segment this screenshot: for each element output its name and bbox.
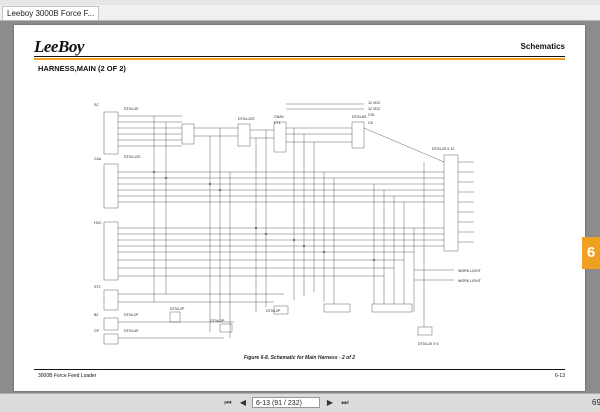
prev-page-icon[interactable]: ◀ [239,398,247,407]
connector-label-11: DT04-2P [210,319,225,323]
footer-rule [34,369,565,370]
chapter-tab: 6 [582,237,600,269]
next-page-icon[interactable]: ▶ [326,398,334,407]
header-accent-rule [34,58,565,60]
document-page: LeeBoy Schematics HARNESS,MAIN (2 OF 2) [14,25,585,391]
page-number-field[interactable]: 6-13 (91 / 232) [252,397,320,408]
zoom-level[interactable]: 69 [592,398,600,407]
label-hvc: HVC [94,221,102,225]
connector-label-1: DT04-4S [124,107,139,111]
label-ctl: CTL [274,121,281,125]
label-b2: B2 [94,313,98,317]
label-work-light-1: WORK LIGHT [458,269,482,273]
connector-label-9: DT04-2P [266,309,281,313]
last-page-icon[interactable]: ⏭ [341,398,349,407]
label-st2: ST2 [94,285,101,289]
first-page-icon[interactable]: ⏮ [224,398,232,407]
connector-label-2: DT04-12S [124,155,141,159]
connector-label-7: DT04-4S [124,329,139,333]
tab-bar: Leeboy 3000B Force F... [0,5,600,21]
label-sc: SC [94,103,99,107]
wiring-schematic: SC DT04-4S C4A DT04-12S HVC ST2 B2 DT04-… [94,101,482,346]
connector-label-3: DT04-12S [238,117,255,121]
label-c4a: C4A [94,157,102,161]
leeboy-logo: LeeBoy [34,37,84,56]
document-viewer[interactable]: LeeBoy Schematics HARNESS,MAIN (2 OF 2) [0,21,600,393]
label-work-light-2: WORK LIGHT [458,279,482,283]
section-header: Schematics [520,42,565,51]
connector-label-6: DT04-2P [170,307,185,311]
connector-label-10: DT04-25 X 5 [418,342,438,346]
label-c6: C6 [368,121,373,125]
connector-label-5: DT04-2P [124,313,139,317]
document-tab[interactable]: Leeboy 3000B Force F... [2,6,100,20]
label-cnav: CNAV [274,115,284,119]
label-csl: CSL [368,113,375,117]
schematic-title: HARNESS,MAIN (2 OF 2) [38,64,126,73]
connector-label-8: DT04-25 X 12 [432,147,454,151]
figure-caption: Figure 6-8. Schematic for Main Harness -… [243,355,356,361]
label-12vdc-2: 12 VDC [368,107,381,111]
footer-page-number: 6-13 [554,373,565,379]
label-cp: CP [94,329,100,333]
header-rule [34,56,565,57]
label-12vdc-1: 12 VDC [368,101,381,105]
navigation-bar: ⏮ ◀ 6-13 (91 / 232) ▶ ⏭ 69 [0,393,600,412]
connector-label-4: DT04-6S [352,115,367,119]
footer-title: 3000B Force Feed Loader [38,373,97,379]
